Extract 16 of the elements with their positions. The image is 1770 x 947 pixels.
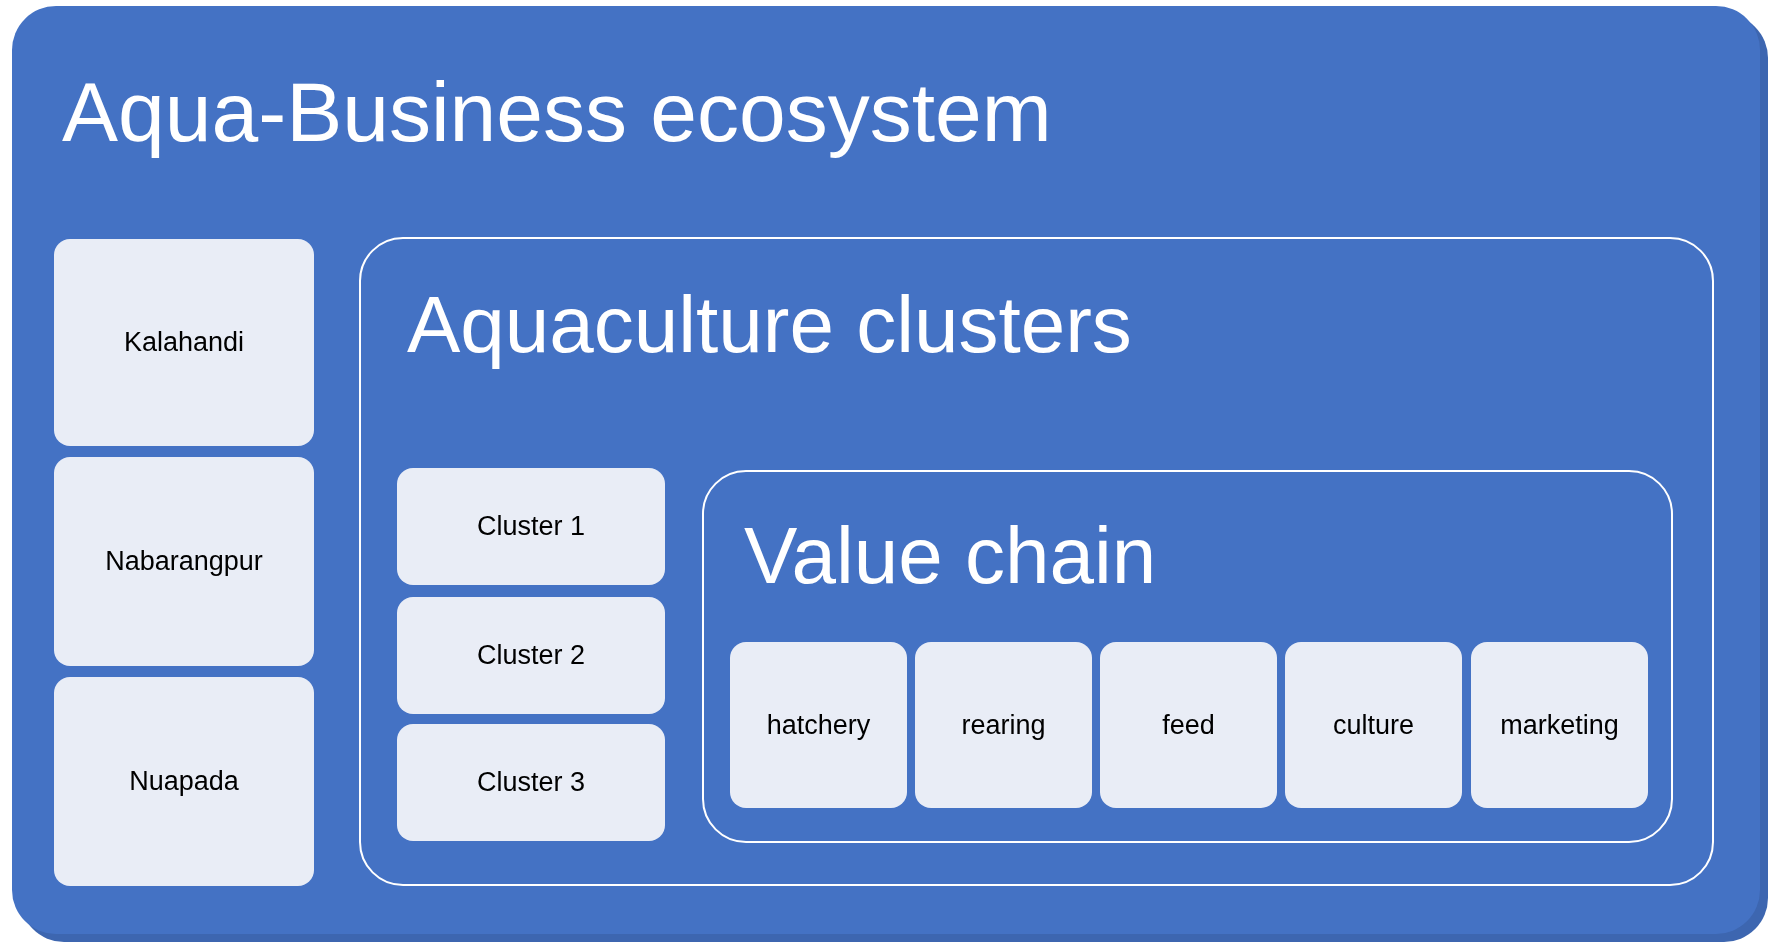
panel-title: Aqua-Business ecosystem (62, 64, 1052, 161)
item-card: Cluster 3 (397, 724, 665, 841)
item-card: Nuapada (54, 677, 314, 886)
item-card: hatchery (730, 642, 907, 808)
item-card: marketing (1471, 642, 1648, 808)
item-card: rearing (915, 642, 1092, 808)
item-card: Cluster 1 (397, 468, 665, 585)
item-card: culture (1285, 642, 1462, 808)
panel-title: Value chain (744, 510, 1157, 602)
cluster-panel (359, 237, 1714, 886)
item-card: Nabarangpur (54, 457, 314, 666)
panel-title: Aquaculture clusters (407, 279, 1132, 371)
item-card: feed (1100, 642, 1277, 808)
item-card: Kalahandi (54, 239, 314, 446)
item-card: Cluster 2 (397, 597, 665, 714)
value-chain-panel (702, 470, 1673, 843)
